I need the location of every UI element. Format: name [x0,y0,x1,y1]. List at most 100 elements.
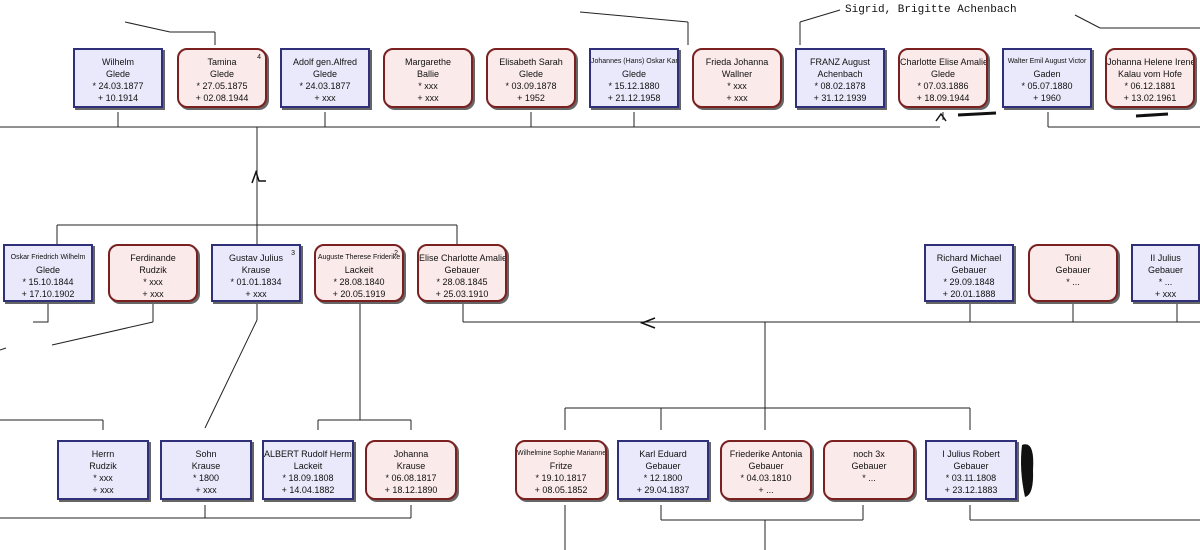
person-surname: Lackeit [293,461,323,471]
annotation-note: Sigrid, Brigitte Achenbach [845,4,1017,16]
person-given-names: Elisabeth Sarah [499,57,563,67]
person-given-names: Walter Emil August Victor [1007,58,1087,65]
person-birth: * ... [1066,277,1080,287]
person-given-names: Elise Charlotte Amalie [419,253,507,263]
person-death: + 13.02.1961 [1123,93,1177,103]
person-death: + 1952 [517,93,545,103]
person-given-names: Friederike Antonia [729,449,803,459]
person-death: + 02.08.1944 [195,93,249,103]
person-given-names: Frieda Johanna [705,57,769,67]
person-given-names: Margarethe [404,57,452,67]
person-given-names: Sohn [195,449,217,459]
person-index: 2 [394,250,398,257]
person-death: + xxx [417,93,439,103]
person-birth: * 24.03.1877 [92,81,144,91]
person-surname: Gaden [1033,69,1061,79]
person-birth: * 08.02.1878 [814,81,866,91]
person-surname: Gebauer [951,265,987,275]
person-box-albert[interactable]: ALBERT Rudolf HermannLackeit* 18.09.1808… [262,440,354,500]
person-surname: Glede [312,69,338,79]
person-surname: Rudzik [89,461,117,471]
person-surname: Gebauer [851,461,887,471]
person-birth: * 01.01.1834 [230,277,282,287]
person-surname: Glede [518,69,544,79]
person-birth: * 05.07.1880 [1021,81,1073,91]
person-given-names: Johanna [393,449,429,459]
person-given-names: noch 3x [853,449,885,459]
person-surname: Gebauer [953,461,989,471]
person-death: + xxx [726,93,748,103]
person-death: + xxx [195,485,217,495]
person-surname: Kalau vom Hofe [1117,69,1183,79]
person-surname: Gebauer [444,265,480,275]
person-death: + 18.12.1890 [384,485,438,495]
person-surname: Gebauer [748,461,784,471]
person-given-names: Herrn [91,449,115,459]
person-birth: * ... [862,473,876,483]
person-birth: * 07.03.1886 [917,81,969,91]
person-birth: * xxx [93,473,113,483]
person-death: + 18.09.1944 [916,93,970,103]
person-surname: Glede [621,69,647,79]
person-birth: * xxx [143,277,163,287]
person-given-names: Wilhelmine Sophie Marianne [517,450,607,457]
person-death: + 23.12.1883 [944,485,998,495]
person-death: + 17.10.1902 [21,289,75,299]
person-death [1030,288,1116,300]
person-given-names: Toni [1064,253,1082,263]
person-death [825,484,913,496]
person-death: + xxx [142,289,164,299]
person-given-names: ALBERT Rudolf Hermann [264,449,352,459]
person-given-names: Gustav Julius [228,253,284,263]
person-birth: * 03.09.1878 [505,81,557,91]
person-surname: Rudzik [139,265,167,275]
person-given-names: I Julius Robert [942,449,1000,459]
person-surname: Wallner [721,69,753,79]
person-birth: * 04.03.1810 [740,473,792,483]
person-birth: * xxx [727,81,747,91]
person-surname: Krause [241,265,271,275]
person-surname: Glede [105,69,131,79]
person-birth: * 06.08.1817 [385,473,437,483]
person-surname: Glede [209,69,235,79]
person-birth: * 15.12.1880 [608,81,660,91]
person-index: 3 [291,250,295,257]
person-birth: * ... [1158,277,1173,287]
person-surname: Achenbach [817,69,863,79]
person-death: + 25.03.1910 [435,289,489,299]
person-given-names: Auguste Therese Friderike [317,254,401,261]
person-given-names: Wilhelm [101,57,134,67]
person-given-names: Adolf gen.Alfred [292,57,358,67]
person-birth: * 12.1800 [643,473,683,483]
person-death: + 10.1914 [97,93,139,103]
person-death: + 20.05.1919 [332,289,386,299]
person-box-noch[interactable]: noch 3x Gebauer * ... [823,440,915,500]
